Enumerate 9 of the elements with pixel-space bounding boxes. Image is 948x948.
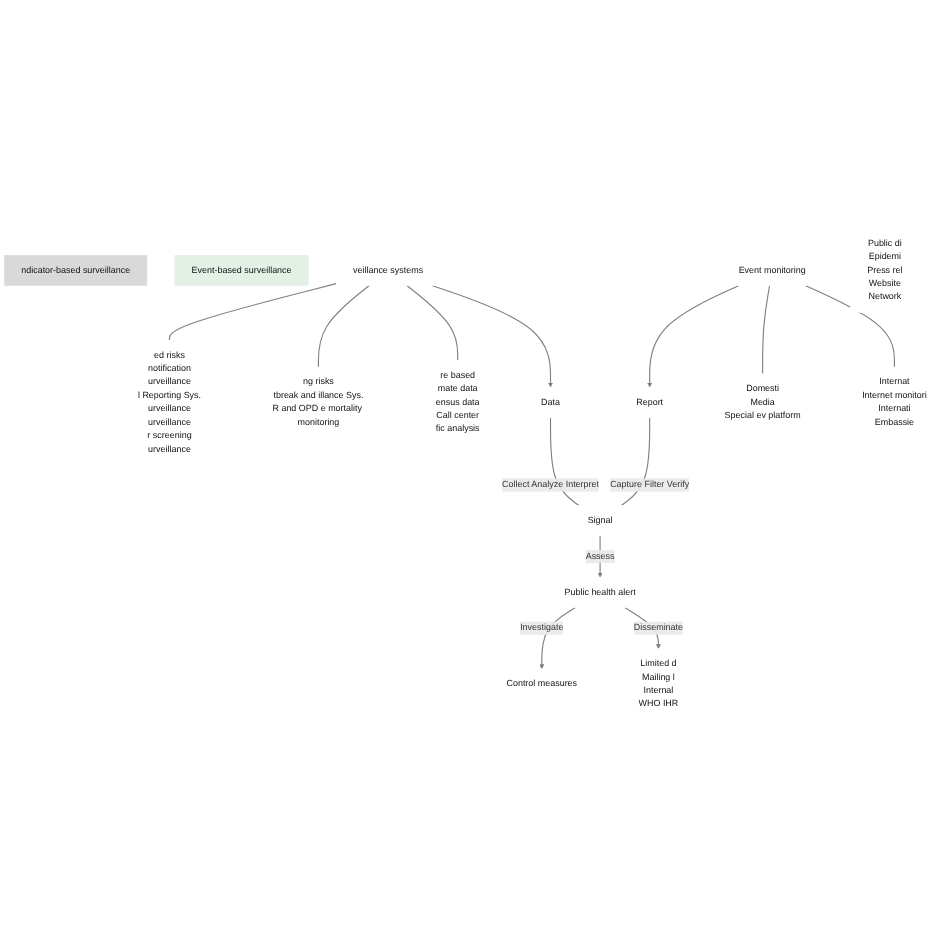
connector xyxy=(549,416,580,507)
arrow xyxy=(647,285,740,388)
connector xyxy=(317,285,370,368)
arrow xyxy=(431,285,553,388)
connector xyxy=(762,285,771,375)
connector xyxy=(620,416,651,507)
connector xyxy=(406,285,459,362)
connector xyxy=(168,283,337,341)
connector xyxy=(804,285,895,368)
